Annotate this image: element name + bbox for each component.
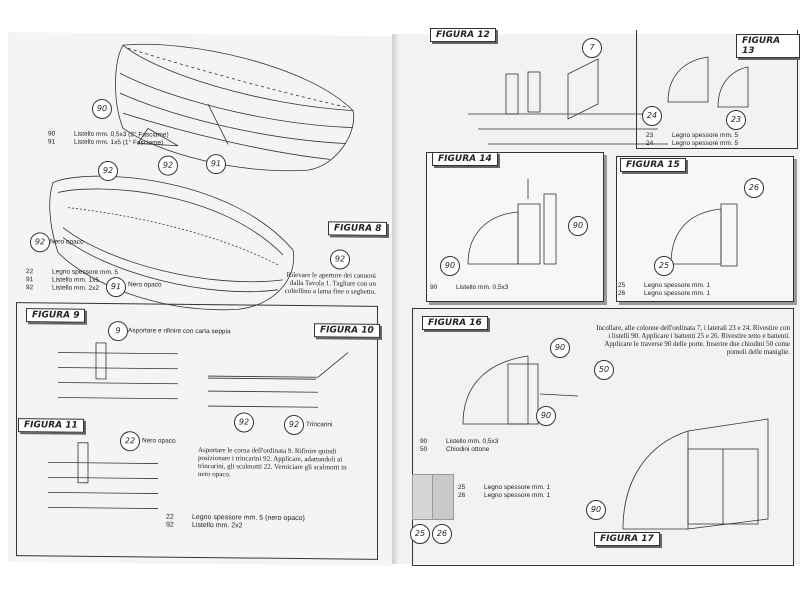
callout-50: 50 — [594, 360, 614, 380]
callout-26: 26 — [744, 178, 764, 198]
boat-hull-illustration — [115, 43, 355, 172]
callout-25: 25 — [654, 256, 674, 276]
figura11-illustration — [48, 442, 158, 509]
figura11-instruction: Asportare le corna dell'ordinata 9. Rifi… — [198, 445, 347, 479]
figura15-illustration — [670, 203, 738, 267]
figura14-label: FIGURA 14 — [432, 152, 498, 166]
callout-92-f: 92 — [284, 414, 304, 436]
callout-26-b: 26 — [432, 524, 452, 544]
figura15-label: FIGURA 15 — [620, 158, 686, 172]
callout-7: 7 — [582, 38, 602, 58]
callout-90: 90 — [92, 98, 112, 120]
wood-sheet-25 — [412, 474, 434, 520]
figura16-illustration — [462, 355, 579, 425]
figura10-label: FIGURA 10 — [314, 323, 380, 338]
figura8-label: FIGURA 8 — [328, 221, 388, 236]
callout-23: 23 — [726, 110, 746, 130]
callout-92-c: 92 — [30, 232, 50, 253]
figura16-label: FIGURA 16 — [422, 316, 488, 330]
nero-opaco-label-c: Nero opaco — [142, 437, 176, 445]
callout-24: 24 — [642, 106, 662, 126]
figura11-label: FIGURA 11 — [18, 418, 84, 433]
figura13-panel — [636, 30, 798, 149]
nero-opaco-label-a: Nero opaco — [50, 238, 84, 246]
callout-92-e: 92 — [234, 412, 254, 433]
callout-90-c: 90 — [550, 338, 570, 358]
callout-9: 9 — [108, 321, 128, 342]
figura8-illustration — [49, 175, 295, 311]
callout-92-b: 92 — [158, 155, 178, 176]
callout-90-b: 90 — [568, 216, 588, 236]
figura13-illustration — [667, 56, 749, 108]
callout-90-d: 90 — [536, 406, 556, 426]
book-gutter — [392, 34, 400, 564]
trincarini-label: Trincarini — [306, 421, 333, 429]
figura9-label: FIGURA 9 — [26, 308, 86, 323]
figura9-illustration — [58, 342, 178, 400]
figura17-illustration — [622, 418, 769, 530]
figura17-label: FIGURA 17 — [594, 532, 660, 546]
callout-25-b: 25 — [410, 524, 430, 544]
callout-90-a: 90 — [440, 256, 460, 276]
figura16-instruction: Incollare, alle colonne dell'ordinata 7,… — [596, 324, 790, 356]
wood-sheet-26 — [432, 474, 454, 520]
callout-22: 22 — [120, 431, 140, 452]
nero-opaco-label-b: Nero opaco — [128, 281, 162, 289]
figura16-panel — [412, 308, 794, 566]
figura9-note: Asportare e rifinire con carta seppia — [128, 327, 231, 336]
figura12-illustration — [468, 58, 668, 145]
figura15-panel — [616, 156, 794, 302]
callout-92-d: 92 — [330, 249, 350, 270]
figura8-instruction: Rilevare le aperture dei cannoni dalla T… — [284, 270, 376, 296]
figura14-illustration — [467, 179, 557, 265]
figura10-illustration — [208, 352, 349, 408]
callout-90-e: 90 — [586, 500, 606, 520]
callout-92-a: 92 — [98, 160, 118, 182]
figura12-label: FIGURA 12 — [430, 28, 496, 42]
